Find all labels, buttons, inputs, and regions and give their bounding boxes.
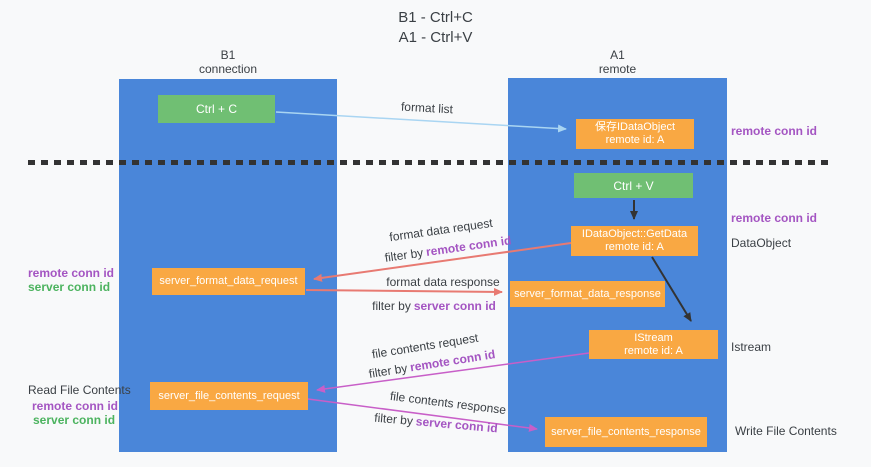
title-line-2: A1 - Ctrl+V bbox=[398, 29, 473, 46]
save-idataobject-line2: remote id: A bbox=[605, 134, 665, 146]
server-format-data-response-label: server_format_data_response bbox=[514, 287, 661, 300]
filter-by-text-2: filter by bbox=[372, 299, 411, 313]
right-label-istream: Istream bbox=[731, 340, 772, 354]
lane-a1-title: A1 bbox=[610, 48, 625, 62]
save-idataobject-line1: 保存IDataObject bbox=[594, 121, 676, 133]
lane-b1-title: B1 bbox=[220, 48, 236, 62]
box-ctrl-c: Ctrl + C bbox=[158, 95, 275, 123]
istream-line2: remote id: A bbox=[624, 344, 683, 357]
box-istream: IStream remote id: A bbox=[589, 330, 718, 359]
box-server-format-data-response: server_format_data_response bbox=[510, 281, 665, 307]
lane-header-b1: B1 connection bbox=[119, 48, 337, 76]
getdata-line2: remote id: A bbox=[605, 241, 664, 253]
server-conn-id-term-1: server conn id bbox=[413, 299, 496, 313]
left-label-remote-conn-id-2: remote conn id bbox=[32, 399, 119, 413]
box-ctrl-v: Ctrl + V bbox=[574, 173, 693, 198]
lane-header-a1: A1 remote bbox=[508, 48, 727, 76]
left-label-server-conn-id-1: server conn id bbox=[28, 280, 111, 294]
box-server-file-contents-request: server_file_contents_request bbox=[150, 382, 308, 410]
right-label-dataobject: DataObject bbox=[731, 236, 792, 250]
server-file-contents-request-label: server_file_contents_request bbox=[158, 389, 300, 402]
left-label-server-conn-id-2: server conn id bbox=[33, 413, 116, 427]
ctrl-c-label: Ctrl + C bbox=[195, 102, 237, 116]
label-format-list: format list bbox=[400, 99, 454, 117]
right-label-write-file-contents: Write File Contents bbox=[735, 424, 837, 438]
server-file-contents-response-label: server_file_contents_response bbox=[551, 425, 701, 438]
filter-by-text-4: filter by bbox=[373, 410, 414, 428]
getdata-line1: IDataObject::GetData bbox=[581, 228, 688, 240]
box-save-idataobject: 保存IDataObject remote id: A bbox=[576, 119, 694, 149]
left-label-remote-conn-id-1: remote conn id bbox=[28, 266, 115, 280]
ctrl-v-label: Ctrl + V bbox=[613, 178, 654, 193]
filter-by-text-3: filter by bbox=[367, 361, 409, 381]
left-label-read-file-contents: Read File Contents bbox=[28, 383, 131, 397]
server-conn-id-term-2: server conn id bbox=[415, 414, 499, 436]
istream-line1: IStream bbox=[634, 331, 673, 344]
label-format-data-response: format data response bbox=[386, 275, 500, 289]
lane-a1-subtitle: remote bbox=[598, 62, 637, 76]
diagram-title: B1 - Ctrl+C A1 - Ctrl+V bbox=[0, 8, 871, 48]
lane-b1-subtitle: connection bbox=[198, 62, 258, 76]
server-format-data-request-label: server_format_data_request bbox=[159, 275, 298, 287]
dashed-separator bbox=[28, 160, 831, 165]
box-idataobject-getdata: IDataObject::GetData remote id: A bbox=[571, 226, 698, 256]
filter-by-text-1: filter by bbox=[383, 245, 425, 265]
right-label-remote-conn-id-mid: remote conn id bbox=[731, 211, 818, 225]
title-line-1: B1 - Ctrl+C bbox=[398, 9, 473, 26]
box-server-file-contents-response: server_file_contents_response bbox=[545, 417, 707, 447]
right-label-remote-conn-id-top: remote conn id bbox=[731, 124, 818, 138]
box-server-format-data-request: server_format_data_request bbox=[152, 268, 305, 295]
